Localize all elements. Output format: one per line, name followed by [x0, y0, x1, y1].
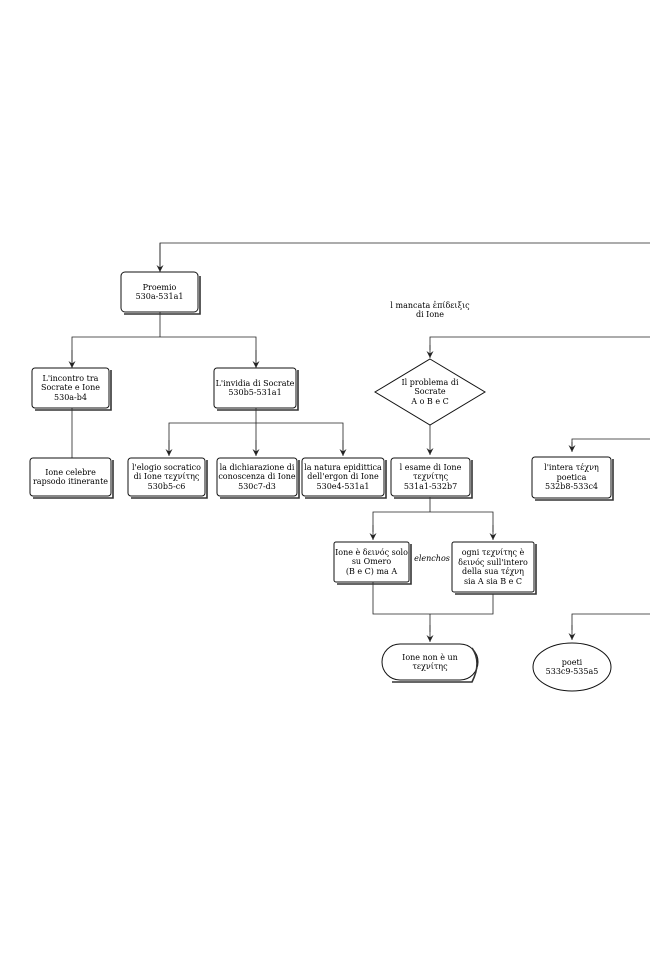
box-elogio — [127, 457, 206, 497]
proemio-line-2: 530a-531a1 — [135, 292, 184, 301]
node-natura: la natura epidittica dell'ergon di Ione … — [302, 458, 384, 496]
node-dichiarazione: la dichiarazione di conoscenza di Ione 5… — [217, 458, 297, 496]
invidia-line-1: L'invidia di Socrate — [215, 378, 295, 388]
box-invidia — [213, 367, 297, 409]
node-ione-celebre: Ione celebre rapsodo itinerante — [30, 458, 111, 496]
intera-line-1: l'intera τέχνη — [544, 463, 599, 473]
node-elenchos: elenchos — [412, 552, 452, 566]
ellipse-poeti — [532, 642, 612, 692]
dichiarazione-line-3: 530c7-d3 — [238, 481, 276, 491]
box-natura — [301, 457, 385, 497]
node-mancata: l mancata ἐπίδειξις di Ione — [370, 298, 490, 322]
intera-line-2: poetica — [556, 472, 587, 482]
shapes — [29, 271, 614, 692]
node-esame: l esame di Ione τεχνίτης 531a1-532b7 — [391, 458, 470, 496]
proemio-line-1: Proemio — [142, 282, 177, 292]
incontro-line-3: 530a-b4 — [54, 392, 87, 402]
natura-line-3: 530e4-531a1 — [316, 481, 370, 491]
box-dichiarazione — [216, 457, 298, 497]
top-connector — [159, 242, 650, 270]
connector-intera — [571, 438, 650, 447]
ione-celebre-line-2: rapsodo itinerante — [32, 477, 109, 486]
node-intera: l'intera τέχνη poetica 532b8-533c4 — [532, 457, 611, 498]
esame-split — [372, 497, 494, 532]
poeti-line-1: poeti — [561, 657, 583, 667]
elogio-line-3: 530b5-c6 — [147, 481, 186, 491]
problema-line-3: A o B e C — [411, 396, 449, 406]
natura-line-2: dell'ergon di Ione — [307, 472, 379, 482]
box-proemio — [120, 271, 199, 313]
esame-line-3: 531a1-532b7 — [403, 481, 458, 491]
node-elogio: l'elogio socratico di Ione τεχνίτης 530b… — [128, 458, 205, 496]
ione-celebre-line-1: Ione celebre — [45, 467, 96, 477]
node-incontro: L'incontro tra Socrate e Ione 530a-b4 — [32, 368, 109, 408]
ogni-line-3: della sua τέχνη — [462, 567, 524, 576]
deinos-line-2: su Omero — [351, 557, 392, 567]
node-problema: Il problema di Socrate A o B e C — [395, 374, 465, 410]
dichiarazione-line-1: la dichiarazione di — [219, 462, 295, 472]
shadows — [33, 276, 614, 595]
ogni-line-2: δεινός sull'intero — [458, 557, 528, 567]
node-proemio: Proemio 530a-531a1 — [121, 272, 198, 312]
node-non-technites: Ione non è un τεχνίτης — [382, 644, 478, 680]
natura-line-1: la natura epidittica — [304, 462, 382, 472]
connector-poeti — [571, 613, 650, 630]
elenchos-label: elenchos — [414, 554, 450, 564]
incontro-line-1: L'incontro tra — [42, 373, 99, 383]
box-deinos — [333, 541, 410, 583]
elogio-line-1: l'elogio socratico — [132, 462, 201, 472]
elogio-line-2: di Ione τεχνίτης — [133, 472, 200, 482]
terminal-shadow — [392, 647, 478, 683]
mancata-line-2: di Ione — [415, 310, 445, 319]
deinos-line-3: (B e C) ma A — [345, 566, 398, 576]
node-ogni: ogni τεχνίτης è δεινός sull'intero della… — [452, 542, 534, 592]
esame-line-2: τεχνίτης — [412, 472, 449, 482]
connectors — [68, 242, 650, 642]
deinos-line-1: Ione è δεινός solo — [335, 547, 408, 557]
node-poeti: poeti 533c9-535a5 — [533, 650, 611, 684]
box-ione-celebre — [29, 457, 112, 497]
non-technites-line-1: Ione non è un — [402, 652, 458, 662]
ogni-line-4: sia A sia B e C — [463, 576, 523, 586]
mancata-line-1: l mancata ἐπίδειξις — [390, 300, 470, 310]
ogni-line-1: ogni τεχνίτης è — [461, 548, 525, 557]
problema-line-2: Socrate — [414, 387, 446, 397]
terminal-non-technites — [381, 643, 479, 681]
box-incontro — [31, 367, 110, 409]
intera-line-3: 532b8-533c4 — [544, 482, 599, 492]
box-ogni — [451, 541, 535, 593]
box-esame — [390, 457, 471, 497]
diamond-problema — [374, 358, 486, 426]
problema-line-1: Il problema di — [401, 377, 459, 387]
proemio-split — [71, 312, 257, 366]
esame-line-1: l esame di Ione — [399, 462, 462, 472]
node-invidia: L'invidia di Socrate 530b5-531a1 — [214, 368, 296, 408]
node-deinos-solo: Ione è δεινός solo su Omero (B e C) ma A — [334, 542, 409, 582]
invidia-line-2: 530b5-531a1 — [228, 388, 282, 397]
non-technites-line-2: τεχνίτης — [412, 662, 448, 671]
box-intera — [531, 456, 612, 499]
incontro-line-2: Socrate e Ione — [40, 383, 100, 393]
connector-diamond — [429, 336, 650, 350]
poeti-line-2: 533c9-535a5 — [545, 667, 599, 676]
dichiarazione-line-2: conoscenza di Ione — [218, 472, 296, 482]
